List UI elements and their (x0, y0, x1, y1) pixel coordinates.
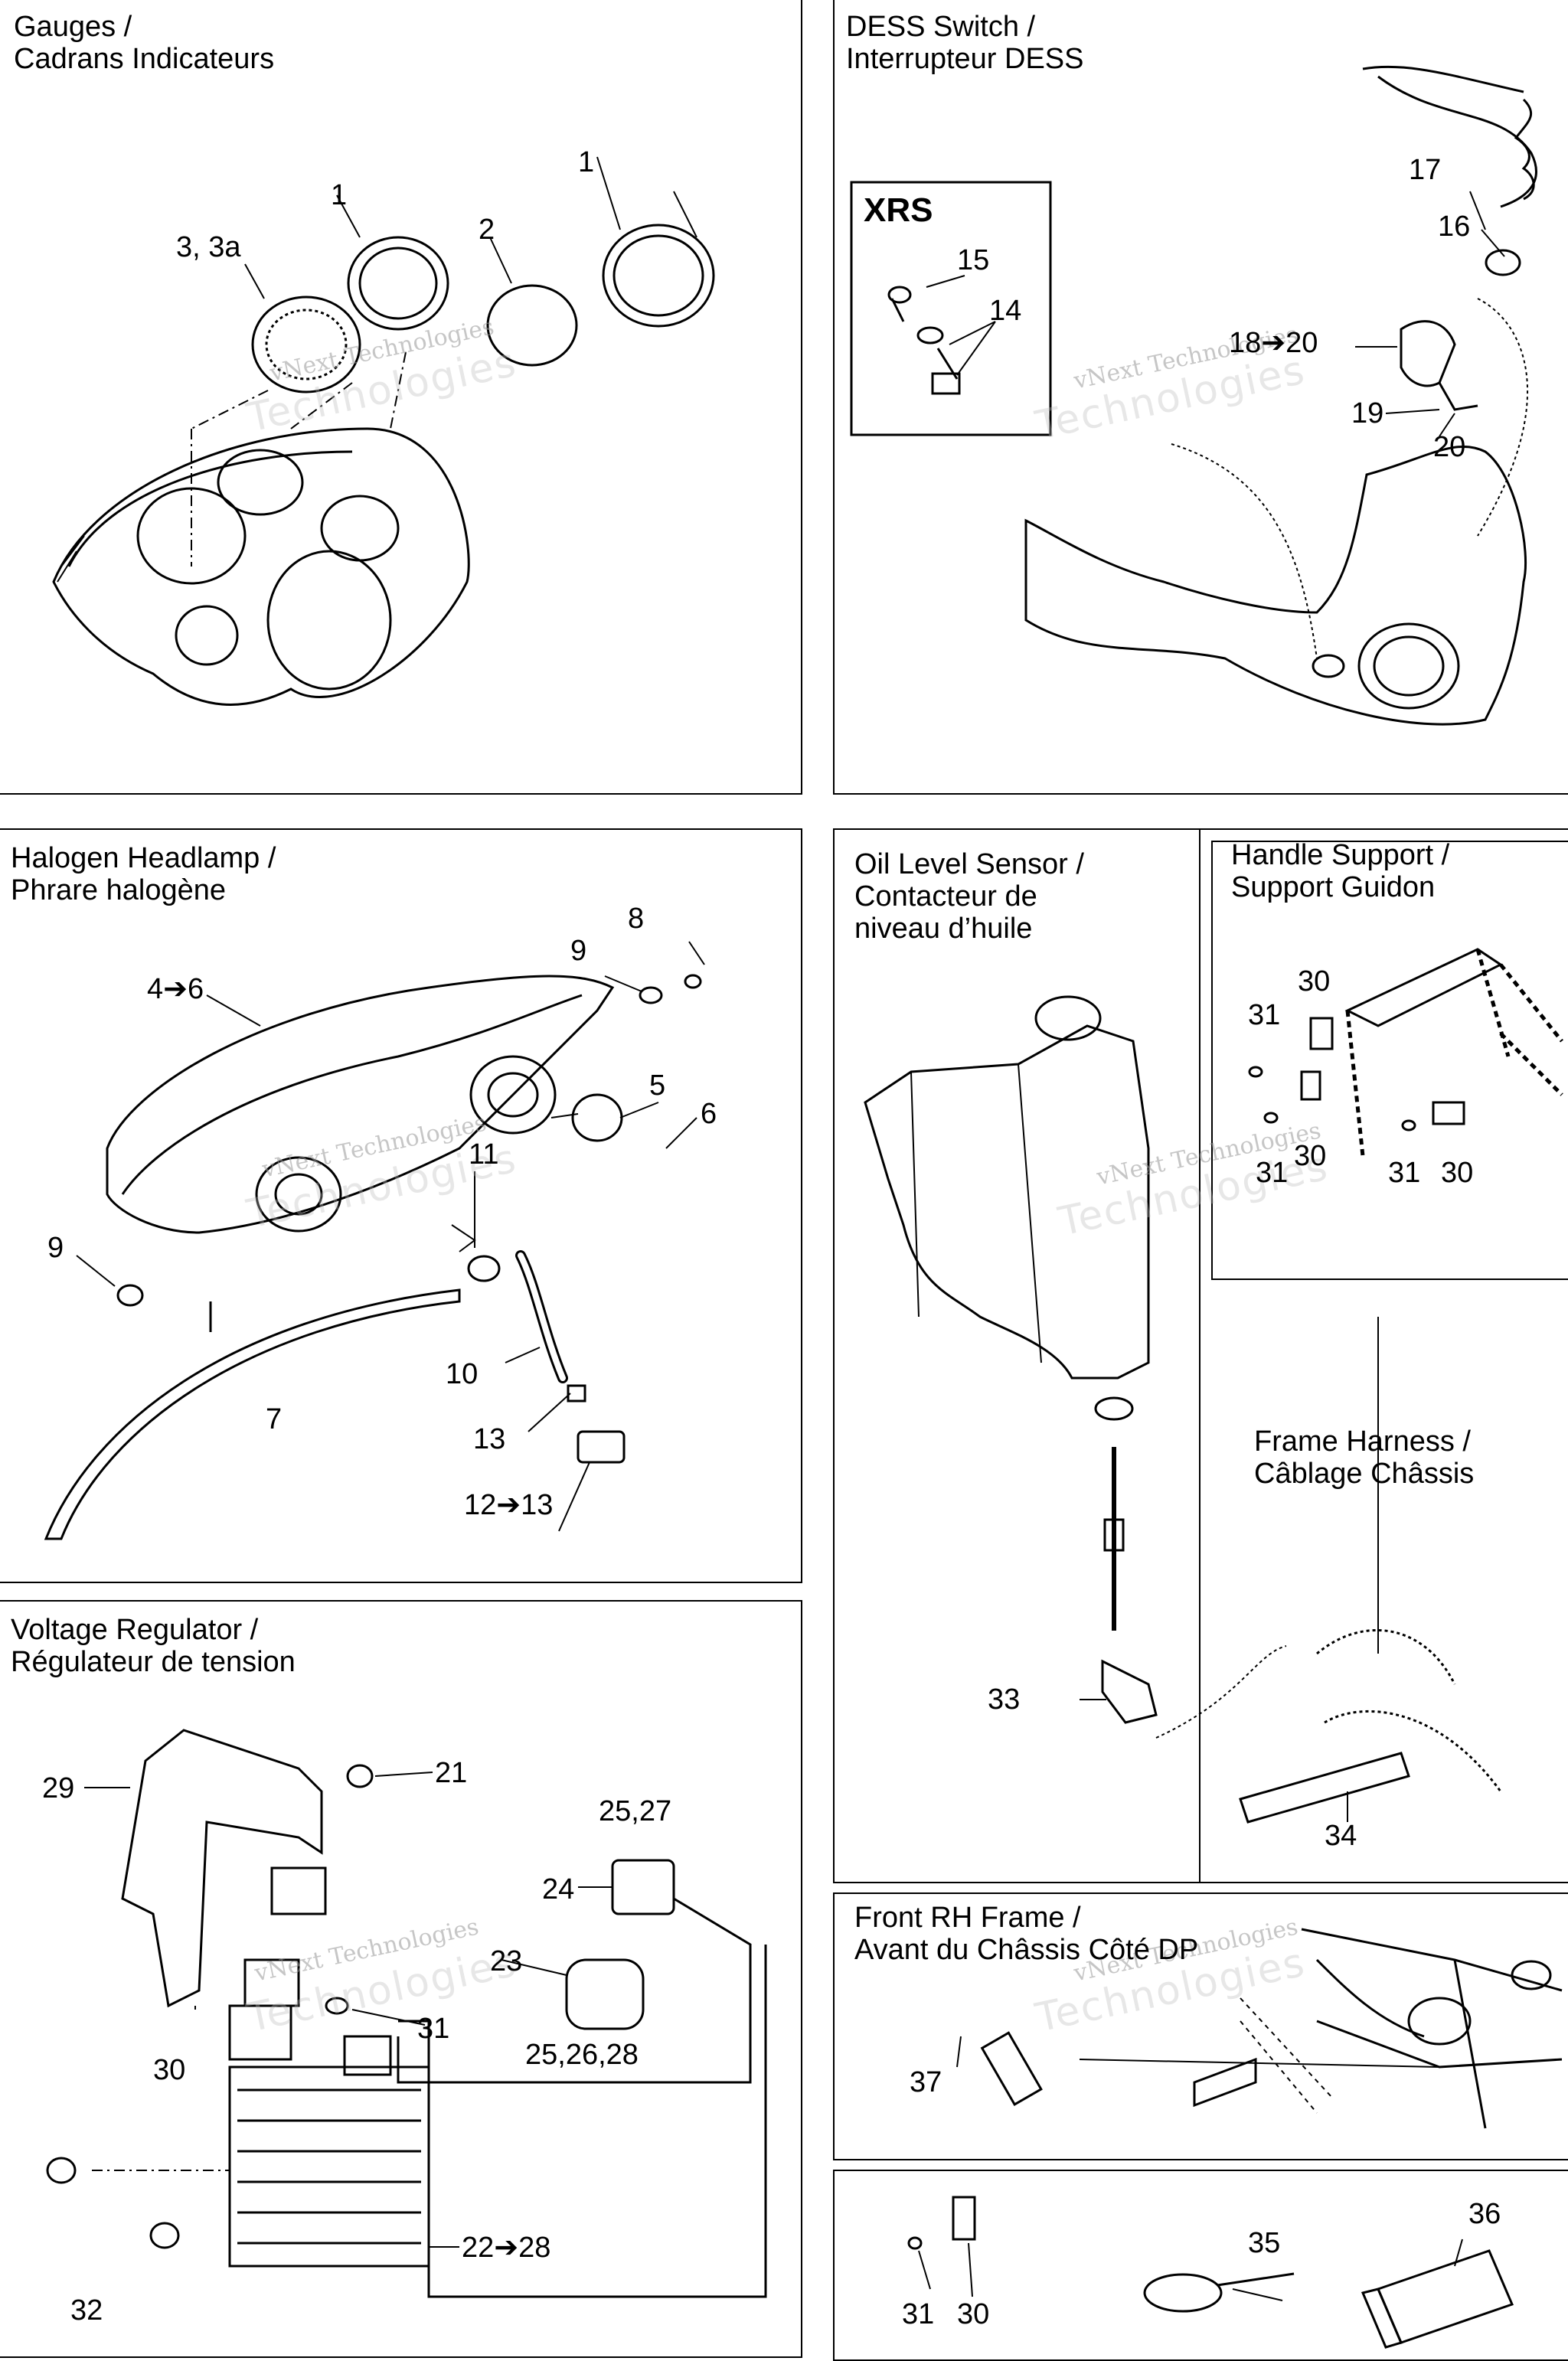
panel-oil (833, 828, 1200, 1883)
handle-title: Handle Support / Support Guidon (1231, 839, 1450, 903)
callout-label: 31 (1388, 1157, 1421, 1189)
callout-label: 31 (1248, 999, 1281, 1031)
callout-label: 23 (490, 1945, 523, 1977)
callout-label: 2 (479, 214, 495, 246)
frame-harness-title: Frame Harness / Câblage Châssis (1254, 1425, 1475, 1490)
callout-label: 30 (1294, 1140, 1327, 1172)
panel-oil-right (1199, 1291, 1568, 1883)
callout-label: 5 (649, 1069, 666, 1102)
callout-label: 16 (1438, 211, 1471, 243)
callout-label: 7 (266, 1403, 283, 1435)
callout-label: 9 (570, 935, 587, 967)
callout-label: 32 (70, 2294, 103, 2327)
callout-label: 33 (988, 1683, 1021, 1716)
callout-label: 11 (469, 1138, 499, 1171)
callout-label: 21 (435, 1757, 468, 1789)
callout-label: 9 (47, 1232, 64, 1264)
panel-gauges (0, 0, 802, 795)
callout-label: 19 (1351, 397, 1384, 429)
panel-dess (833, 0, 1568, 795)
voltage-title: Voltage Regulator / Régulateur de tensio… (11, 1614, 296, 1678)
gauges-title: Gauges / Cadrans Indicateurs (14, 11, 275, 75)
callout-label: 30 (153, 2054, 186, 2086)
callout-label: 37 (910, 2066, 942, 2098)
callout-label: 35 (1248, 2227, 1281, 2259)
callout-label: 17 (1409, 154, 1442, 186)
callout-label: 24 (542, 1873, 575, 1905)
panel-misc (833, 2170, 1568, 2361)
dess-title: DESS Switch / Interrupteur DESS (846, 11, 1084, 75)
panel-headlamp (0, 828, 802, 1583)
callout-label: 3, 3a (176, 231, 241, 263)
panel-handle-inner (1211, 841, 1568, 1280)
callout-label: 22➔28 (462, 2232, 551, 2264)
callout-label: 31 (417, 2013, 450, 2045)
front-rh-title: Front RH Frame / Avant du Châssis Côté D… (854, 1902, 1199, 1966)
callout-label: 6 (701, 1098, 717, 1130)
callout-label: 36 (1468, 2198, 1501, 2230)
xrs-label: XRS (864, 191, 933, 229)
oil-title: Oil Level Sensor / Contacteur de niveau … (854, 848, 1084, 945)
callout-label: 1 (578, 146, 595, 178)
callout-label: 34 (1325, 1820, 1357, 1852)
panel-voltage (0, 1600, 802, 2358)
callout-label: 12➔13 (464, 1489, 554, 1521)
callout-label: 18➔20 (1229, 327, 1318, 359)
callout-label: 4➔6 (147, 973, 204, 1005)
callout-label: 25,27 (599, 1795, 672, 1827)
callout-label: 25,26,28 (525, 2039, 639, 2071)
callout-label: 14 (989, 295, 1022, 327)
callout-label: 10 (446, 1358, 479, 1390)
callout-label: 31 (1256, 1157, 1289, 1189)
headlamp-title: Halogen Headlamp / Phrare halogène (11, 842, 276, 906)
callout-label: 20 (1433, 431, 1466, 463)
callout-label: 13 (473, 1423, 506, 1455)
callout-label: 8 (628, 903, 645, 935)
callout-label: 15 (957, 244, 990, 276)
callout-label: 30 (1298, 965, 1331, 998)
callout-label: 30 (957, 2298, 990, 2330)
callout-label: 31 (902, 2298, 935, 2330)
callout-label: 30 (1441, 1157, 1474, 1189)
callout-label: 29 (42, 1772, 75, 1804)
callout-label: 1 (331, 179, 348, 211)
